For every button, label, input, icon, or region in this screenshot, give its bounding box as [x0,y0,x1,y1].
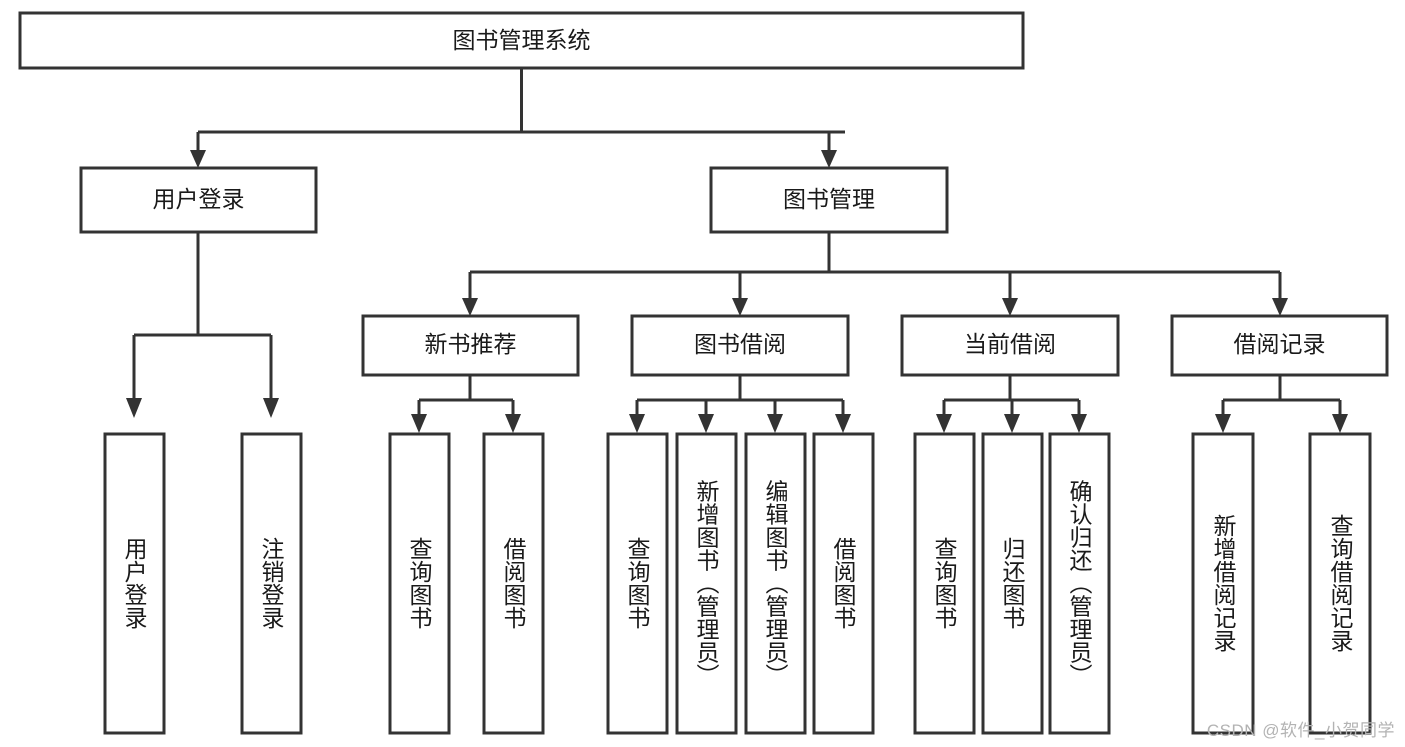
node-book-borrow[interactable]: 图书借阅 [630,314,850,377]
node-book-manage-label: 图书管理 [783,186,875,212]
node-leaf-borrow-book-1-label: 借阅图书 [500,537,527,629]
node-leaf-return-book-label: 归还图书 [999,537,1026,629]
node-borrow-record[interactable]: 借阅记录 [1170,314,1389,377]
node-book-manage[interactable]: 图书管理 [709,166,949,234]
node-current-borrow-label: 当前借阅 [964,331,1056,357]
node-leaf-borrow-book-2[interactable]: 借阅图书 [812,432,875,735]
connector-root-to-level2 [190,68,845,168]
node-borrow-record-label: 借阅记录 [1234,331,1326,357]
node-leaf-user-login-label: 用户登录 [121,537,148,629]
node-leaf-add-book-label: 新增图书（管理员） [693,480,720,687]
connector-bookmanage-to-level3 [462,232,1288,316]
node-leaf-edit-book[interactable]: 编辑图书（管理员） [744,432,807,735]
csdn-watermark: CSDN @软件_小贺同学 [1206,721,1395,740]
node-leaf-confirm-return[interactable]: 确认归还（管理员） [1048,432,1111,735]
node-root[interactable]: 图书管理系统 [18,11,1025,70]
node-leaf-return-book[interactable]: 归还图书 [981,432,1044,735]
connector-borrowrecord-to-leaves [1215,375,1348,433]
node-leaf-query-book-3-label: 查询图书 [931,537,958,629]
node-user-login-label: 用户登录 [153,186,245,212]
node-leaf-query-book-1[interactable]: 查询图书 [388,432,451,735]
connector-bookborrow-to-leaves [629,375,851,433]
node-new-book-rec-label: 新书推荐 [425,331,517,357]
node-leaf-query-book-2-label: 查询图书 [624,537,651,629]
node-leaf-query-book-2[interactable]: 查询图书 [606,432,669,735]
node-leaf-add-record-label: 新增借阅记录 [1210,514,1237,652]
node-leaf-edit-book-label: 编辑图书（管理员） [762,480,789,687]
node-leaf-query-record-label: 查询借阅记录 [1327,514,1354,652]
node-leaf-logout-label: 注销登录 [258,537,285,629]
connector-userlogin-to-leaves [126,232,279,418]
node-leaf-query-record[interactable]: 查询借阅记录 [1308,432,1372,735]
node-leaf-query-book-3[interactable]: 查询图书 [913,432,976,735]
node-leaf-add-record[interactable]: 新增借阅记录 [1191,432,1255,735]
connector-newbookrec-to-leaves [411,375,521,433]
node-current-borrow[interactable]: 当前借阅 [900,314,1120,377]
node-leaf-confirm-return-label: 确认归还（管理员） [1066,480,1093,687]
node-user-login[interactable]: 用户登录 [79,166,318,234]
node-root-label: 图书管理系统 [453,27,591,53]
node-leaf-logout[interactable]: 注销登录 [240,432,303,735]
node-leaf-borrow-book-1[interactable]: 借阅图书 [482,432,545,735]
node-book-borrow-label: 图书借阅 [694,331,786,357]
node-leaf-user-login[interactable]: 用户登录 [103,432,166,735]
node-new-book-rec[interactable]: 新书推荐 [361,314,580,377]
connector-currentborrow-to-leaves [936,375,1087,433]
node-leaf-add-book[interactable]: 新增图书（管理员） [675,432,738,735]
node-leaf-query-book-1-label: 查询图书 [406,537,433,629]
node-leaf-borrow-book-2-label: 借阅图书 [830,537,857,629]
